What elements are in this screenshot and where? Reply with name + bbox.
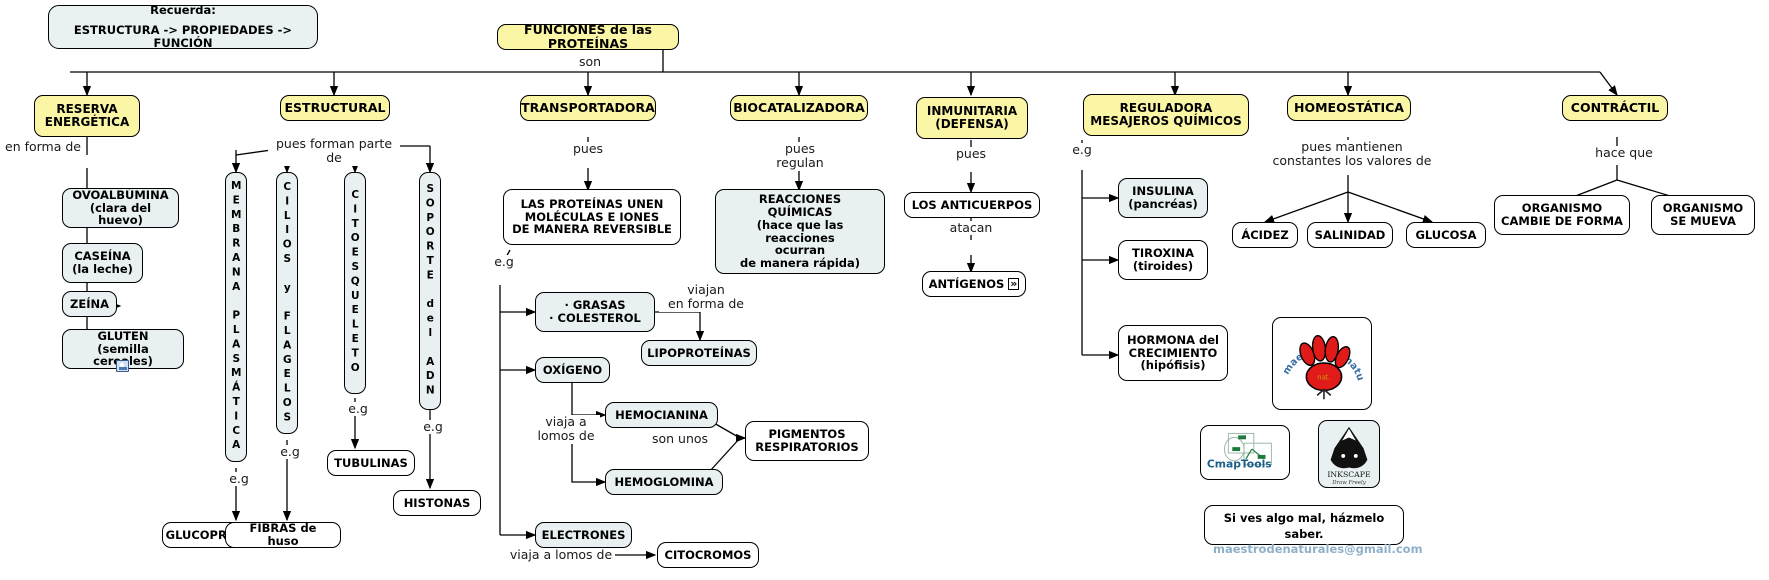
branch-reserva-energetica[interactable]: RESERVA ENERGÉTICA (34, 95, 140, 137)
svg-text:INKSCAPE: INKSCAPE (1327, 470, 1371, 479)
branch-estructural[interactable]: ESTRUCTURAL (280, 95, 390, 121)
root-node[interactable]: FUNCIONES de las PROTEÍNAS (497, 23, 679, 51)
link-label-viaja-a-lomos-de-2: viaja a lomos de (508, 547, 614, 563)
node-antigenos[interactable]: ANTÍGENOS » (922, 271, 1026, 297)
node-tiroxina[interactable]: TIROXINA (tiroides) (1118, 240, 1208, 280)
branch-reguladora[interactable]: REGULADORA MESAJEROS QUÍMICOS (1083, 94, 1249, 136)
node-acidez[interactable]: ÁCIDEZ (1232, 222, 1298, 248)
link-label-pues-forman-parte-de: pues forman parte de (268, 136, 400, 166)
node-glucosa[interactable]: GLUCOSA (1406, 222, 1486, 248)
node-citocromos[interactable]: CITOCROMOS (657, 542, 759, 568)
node-fibras-de-huso[interactable]: FIBRAS de huso (225, 522, 341, 548)
node-ovoalbumina[interactable]: OVOALBÚMINA (clara del huevo) (62, 188, 179, 228)
link-label-eg-cilios: e.g (276, 444, 304, 460)
node-soporte-del-adn[interactable]: SOPORTE del ADN (419, 172, 441, 410)
svg-text:CmapTools: CmapTools (1207, 458, 1272, 471)
logo-cmaptools: CmapTools (1200, 425, 1290, 480)
reminder-note-body: ESTRUCTURA -> PROPIEDADES -> FUNCIÓN (73, 23, 293, 50)
link-label-pues-transportadora: pues (570, 141, 606, 157)
svg-text:nat.: nat. (1317, 374, 1330, 382)
link-label-atacan: atacan (946, 220, 996, 236)
link-label-pues-inmunitaria: pues (953, 146, 989, 162)
branch-homeostatica[interactable]: HOMEOSTÁTICA (1287, 95, 1411, 121)
link-label-eg-adn: e.g (419, 419, 447, 435)
link-label-viaja-a-lomos-de: viaja a lomos de (532, 414, 600, 444)
contact-email[interactable]: maestrodenaturales@gmail.com (1213, 542, 1423, 557)
node-organismo-se-mueva[interactable]: ORGANISMO SE MUEVA (1651, 195, 1755, 235)
node-insulina[interactable]: INSULINA (pancréas) (1118, 178, 1208, 218)
paw-logo-graphic: maestro de naturales nat. (1273, 318, 1366, 400)
contact-note-text: Si ves algo mal, házmelo saber. (1223, 511, 1385, 541)
branch-contractil[interactable]: CONTRÁCTIL (1562, 95, 1668, 121)
link-label-eg-transportadora: e.g (490, 254, 518, 270)
svg-text:Draw Freely: Draw Freely (1331, 480, 1366, 486)
branch-biocatalizadora[interactable]: BIOCATALIZADORA (730, 95, 868, 121)
expand-chevron-icon[interactable]: » (1008, 277, 1020, 290)
branch-transportadora[interactable]: TRANSPORTADORA (520, 95, 656, 121)
link-label-eg-reguladora: e.g (1068, 142, 1096, 158)
link-label-eg-citoesqueleto: e.g (344, 401, 372, 417)
contact-note: Si ves algo mal, házmelo saber. maestrod… (1204, 505, 1423, 556)
link-label-viajan-en-forma-de: viajan en forma de (659, 282, 753, 312)
node-zeina[interactable]: ZEÍNA (62, 291, 117, 317)
node-cilios-y-flagelos[interactable]: CILIOS y FLAGELOS (276, 172, 298, 434)
link-label-en-forma-de: en forma de (2, 139, 84, 155)
node-tubulinas[interactable]: TUBULINAS (327, 450, 415, 476)
node-citoesqueleto[interactable]: CITOESQUELETO (344, 172, 366, 394)
node-caseina[interactable]: CASEÍNA (la leche) (62, 243, 143, 283)
reminder-note: Recuerda: ESTRUCTURA -> PROPIEDADES -> F… (48, 3, 318, 50)
node-organismo-cambie-de-forma[interactable]: ORGANISMO CAMBIE DE FORMA (1494, 195, 1630, 235)
node-oxigeno[interactable]: OXÍGENO (535, 357, 610, 383)
node-grasas-colesterol[interactable]: · GRASAS · COLESTEROL (535, 292, 655, 332)
link-label-son-unos: son unos (647, 431, 713, 447)
node-histonas[interactable]: HISTONAS (393, 490, 481, 516)
node-membrana-plasmatica[interactable]: MEMBRANA PLASMÁTICA (225, 172, 247, 462)
cmaptools-logo-graphic: CmapTools (1207, 432, 1272, 471)
branch-inmunitaria[interactable]: INMUNITARIA (DEFENSA) (916, 97, 1028, 139)
link-label-son: son (572, 54, 608, 70)
node-pigmentos-respiratorios[interactable]: PIGMENTOS RESPIRATORIOS (745, 421, 869, 461)
node-hemocianina[interactable]: HEMOCIANINA (605, 402, 718, 428)
attachment-icon[interactable] (116, 360, 129, 372)
node-salinidad[interactable]: SALINIDAD (1307, 222, 1393, 248)
link-label-hace-que: hace que (1594, 145, 1654, 161)
logo-inkscape: INKSCAPE Draw Freely (1318, 420, 1380, 488)
node-reacciones-quimicas[interactable]: REACCIONES QUÍMICAS (hace que las reacci… (715, 189, 885, 274)
node-hemoglomina[interactable]: HEMOGLOMINA (605, 469, 723, 495)
link-label-pues-mantienen: pues mantienen constantes los valores de (1268, 139, 1436, 169)
node-lipoproteinas[interactable]: LIPOPROTEÍNAS (641, 340, 757, 366)
logo-maestro-de-naturales: maestro de naturales nat. (1272, 317, 1372, 410)
node-electrones[interactable]: ELECTRONES (535, 522, 632, 548)
node-los-anticuerpos[interactable]: LOS ANTICUERPOS (904, 192, 1040, 218)
node-hormona-crecimiento[interactable]: HORMONA del CRECIMIENTO (hipófisis) (1118, 325, 1228, 381)
node-antigenos-label: ANTÍGENOS (928, 276, 1005, 291)
link-label-eg-membrana: e.g (225, 471, 253, 487)
reminder-note-title: Recuerda: (150, 3, 216, 18)
inkscape-logo-graphic: INKSCAPE Draw Freely (1327, 426, 1371, 486)
node-proteinas-unen-moleculas[interactable]: LAS PROTEÍNAS UNEN MOLÉCULAS E IONES DE … (503, 189, 681, 245)
link-label-pues-regulan: pues regulan (760, 141, 840, 171)
